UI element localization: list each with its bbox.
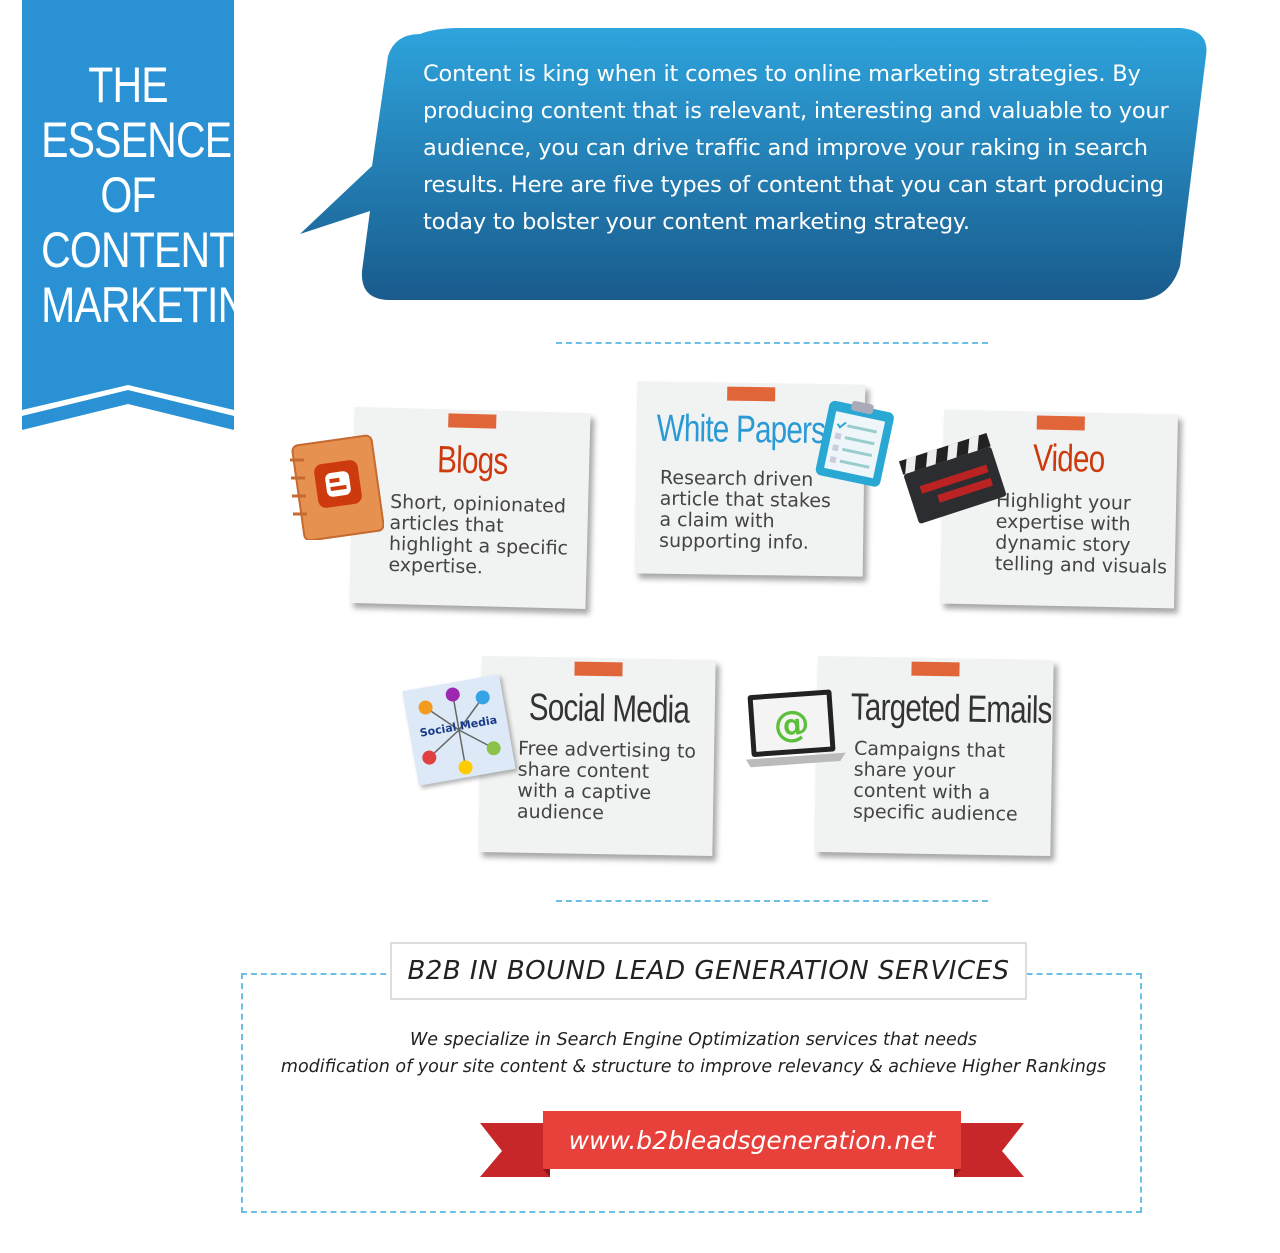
card-description: Campaigns that share your content with a… xyxy=(852,737,1018,826)
intro-speech-bubble: Content is king when it comes to online … xyxy=(300,26,1210,306)
website-ribbon[interactable]: www.b2bleadsgeneration.net xyxy=(480,1111,1024,1181)
clapperboard-icon xyxy=(898,432,1006,524)
services-line: We specialize in Search Engine Optimizat… xyxy=(409,1030,978,1050)
tape xyxy=(911,661,960,677)
card-description: Highlight your expertise with dynamic st… xyxy=(994,489,1168,579)
svg-text:@: @ xyxy=(772,703,811,746)
card-blogs: Blogs Short, opinionated articles that h… xyxy=(349,406,591,610)
divider xyxy=(556,900,988,902)
card-description: Short, opinionated articles that highlig… xyxy=(388,490,569,579)
laptop-email-icon: @ xyxy=(745,689,846,768)
card-social-media: Social Media Free advertising to share c… xyxy=(478,655,716,857)
title-line: MARKETING xyxy=(41,277,278,333)
services-line: modification of your site content & stru… xyxy=(280,1057,1107,1077)
tape xyxy=(574,661,623,677)
title-line: OF xyxy=(100,167,156,223)
clipboard-icon xyxy=(815,400,894,487)
card-description: Free advertising to share content with a… xyxy=(516,737,697,825)
tape xyxy=(1036,415,1085,431)
tape xyxy=(448,413,497,429)
title-line: ESSENCE xyxy=(41,112,232,168)
social-media-icon: Social Media xyxy=(402,674,516,786)
services-description: We specialize in Search Engine Optimizat… xyxy=(241,1027,1146,1081)
blogger-notebook-icon xyxy=(290,434,384,540)
divider xyxy=(556,342,988,344)
page-title: THE ESSENCE OF CONTENT MARKETING xyxy=(41,57,278,333)
card-description: Research driven article that stakes a cl… xyxy=(658,466,832,554)
card-title: Video xyxy=(1032,437,1105,481)
title-line: THE xyxy=(88,57,168,113)
title-line: CONTENT xyxy=(41,222,234,278)
services-title: B2B IN BOUND LEAD GENERATION SERVICES xyxy=(390,942,1027,1000)
card-title: White Papers xyxy=(656,407,826,453)
website-link[interactable]: www.b2bleadsgeneration.net xyxy=(568,1126,936,1155)
title-banner: THE ESSENCE OF CONTENT MARKETING xyxy=(22,0,278,430)
card-title: Targeted Emails xyxy=(850,686,1052,733)
intro-text: Content is king when it comes to online … xyxy=(423,61,1169,235)
card-title: Blogs xyxy=(436,439,509,483)
card-title: Social Media xyxy=(528,686,690,732)
tape xyxy=(727,386,776,402)
